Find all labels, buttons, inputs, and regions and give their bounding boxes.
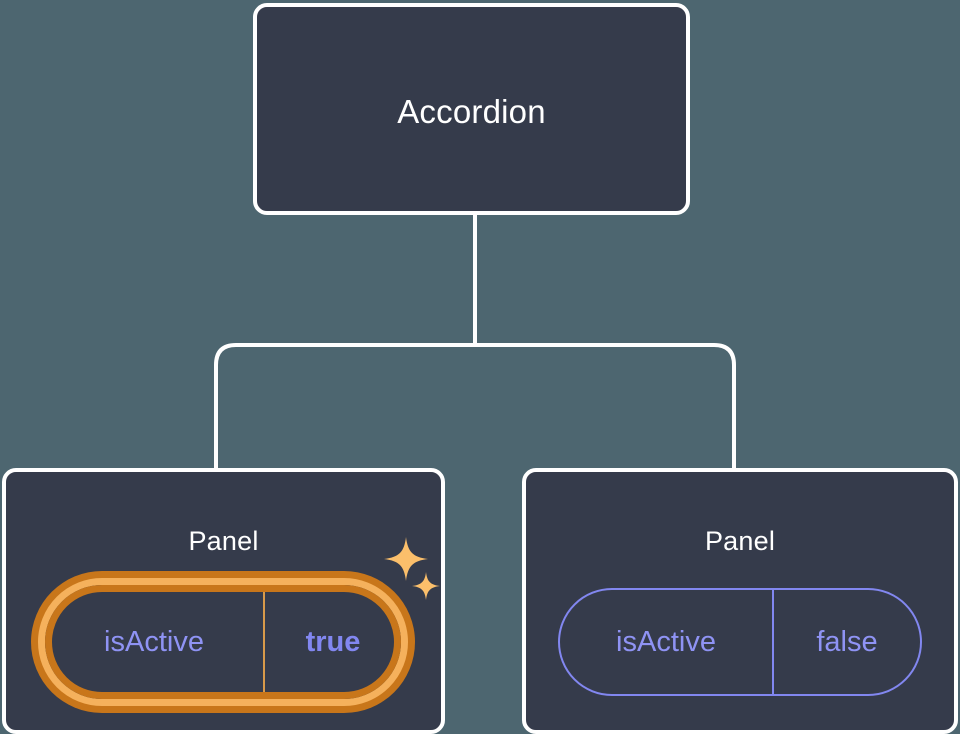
connector-branch-left	[214, 343, 475, 470]
prop-pill-isactive-true[interactable]: isActive true	[38, 578, 408, 706]
prop-value-label: true	[263, 585, 401, 699]
prop-key-label: isActive	[616, 625, 716, 658]
connector-branch-right	[475, 343, 736, 470]
node-accordion[interactable]: Accordion	[253, 3, 690, 215]
node-accordion-title: Accordion	[397, 93, 546, 130]
node-panel-active-title: Panel	[188, 526, 259, 556]
node-panel-inactive-title: Panel	[704, 526, 776, 556]
prop-value-label: false	[772, 590, 920, 694]
prop-pill-isactive-false[interactable]: isActive false	[558, 588, 922, 696]
prop-key-label: isActive	[104, 625, 204, 658]
